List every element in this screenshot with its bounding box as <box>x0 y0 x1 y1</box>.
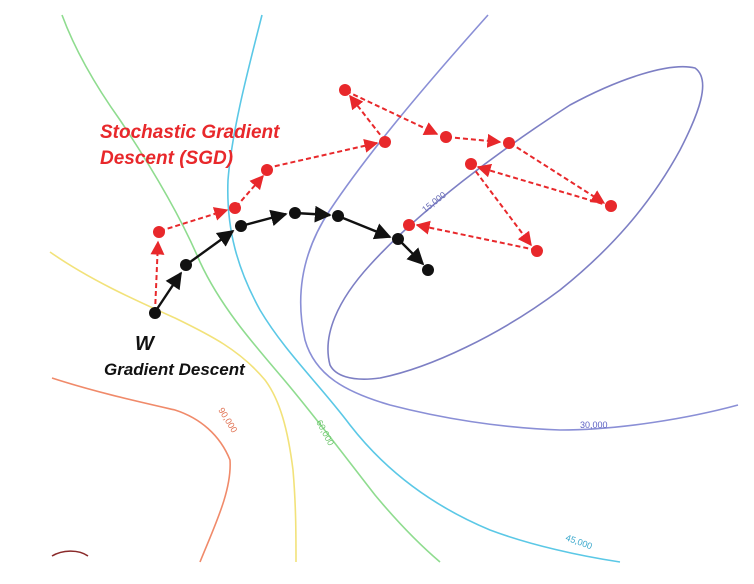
contour-line-45000 <box>226 14 621 563</box>
sgd-step <box>476 163 611 207</box>
gd-step <box>337 214 392 240</box>
contour-value-labels: 15,000 30,000 45,000 60,000 90,000 <box>216 190 607 552</box>
sgd-step <box>509 142 606 204</box>
sgd-step <box>446 133 502 148</box>
contour-label-45000: 45,000 <box>564 532 593 551</box>
contour-label-90000: 90,000 <box>216 406 239 435</box>
sgd-point <box>403 219 415 231</box>
gd-step <box>185 230 235 266</box>
gd-point <box>392 233 404 245</box>
sgd-point <box>531 245 543 257</box>
gd-point-w <box>149 307 161 319</box>
gd-point <box>289 207 301 219</box>
sgd-label-line2: Descent (SGD) <box>100 148 233 169</box>
sgd-point <box>339 84 351 96</box>
sgd-step <box>345 90 439 135</box>
sgd-step <box>415 220 537 251</box>
sgd-step <box>266 138 379 169</box>
gd-path <box>154 205 425 313</box>
contour-line-60000 <box>61 14 441 563</box>
gd-label: Gradient Descent <box>104 360 246 379</box>
sgd-points <box>153 84 617 257</box>
sgd-point <box>229 202 241 214</box>
sgd-step <box>159 207 229 232</box>
contour-line-dark <box>51 550 89 557</box>
gd-step <box>240 209 288 228</box>
sgd-point <box>440 131 452 143</box>
contour-line-90000 <box>51 377 231 563</box>
gd-point <box>235 220 247 232</box>
sgd-step <box>349 94 386 142</box>
gd-step <box>154 271 182 313</box>
sgd-point <box>465 158 477 170</box>
contour-label-60000: 60,000 <box>314 418 336 447</box>
sgd-point <box>503 137 515 149</box>
contour-lines <box>49 14 739 563</box>
contour-label-15000: 15,000 <box>420 190 448 215</box>
w-label: W <box>135 333 156 355</box>
gd-point <box>180 259 192 271</box>
sgd-step <box>235 174 264 208</box>
gd-point <box>422 264 434 276</box>
contour-label-30000: 30,000 <box>580 420 608 430</box>
sgd-point <box>153 226 165 238</box>
gd-points <box>149 207 434 319</box>
contour-line-30000 <box>300 14 739 431</box>
sgd-point <box>379 136 391 148</box>
sgd-path <box>150 90 611 313</box>
sgd-point <box>261 164 273 176</box>
sgd-point <box>605 200 617 212</box>
sgd-label-line1: Stochastic Gradient <box>100 122 280 143</box>
contour-line-yellow <box>49 251 297 563</box>
sgd-step <box>150 240 165 313</box>
sgd-step <box>470 164 532 247</box>
gd-point <box>332 210 344 222</box>
